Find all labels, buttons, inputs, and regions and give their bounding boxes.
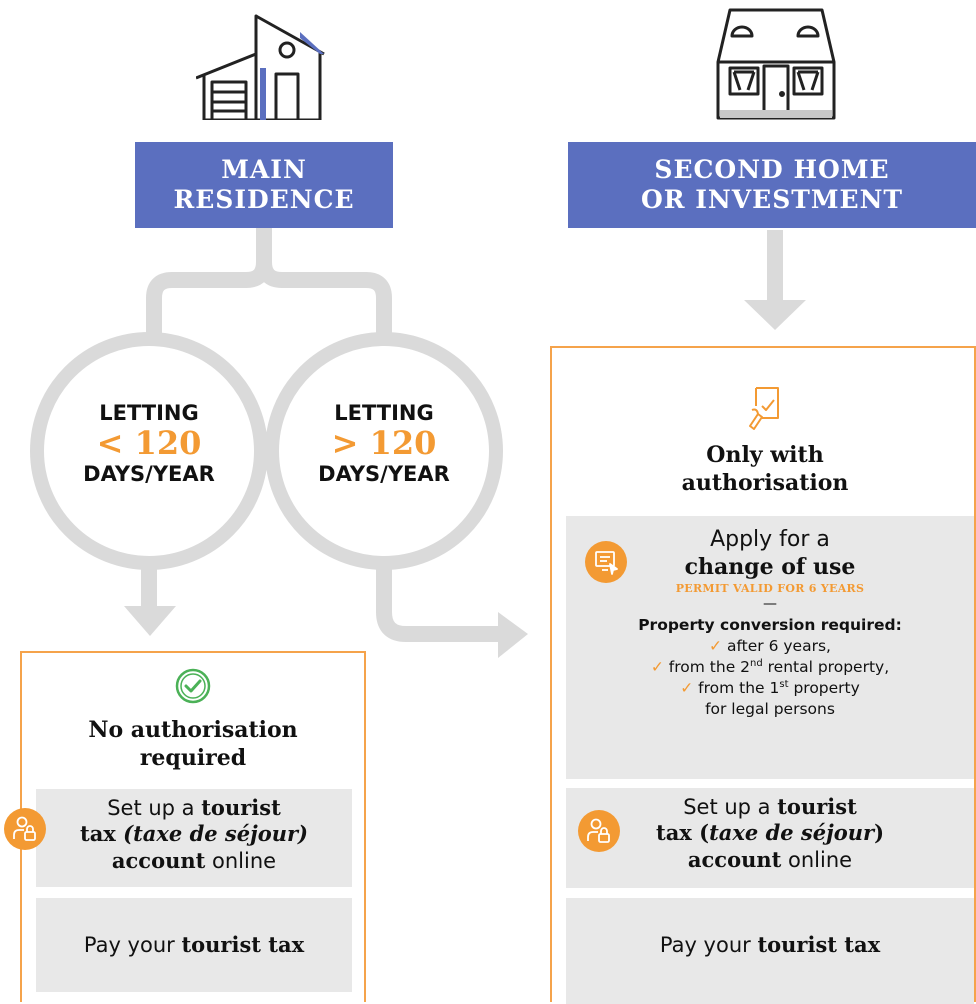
r-acc-t3: tax ( [656,820,709,845]
connector-circle-b-right [384,564,500,634]
change-of-use-text: Apply for a change of use PERMIT VALID F… [566,516,974,720]
left-heading-line1: No authorisation [22,717,364,745]
main-residence-title-line2: RESIDENCE [135,185,393,215]
conversion-item-3-post: property [789,679,860,697]
main-residence-title: MAIN RESIDENCE [135,142,393,228]
right-heading-line2: authorisation [552,470,976,498]
signed-document-icon [748,386,782,430]
check-icon: ✓ [651,658,664,676]
monitor-badge [585,541,627,583]
conversion-title: Property conversion required: [566,615,974,636]
conversion-item-3-pre: from the 1 [698,679,779,697]
change-of-use-box: Apply for a change of use PERMIT VALID F… [566,516,974,779]
l-pay-t2: tourist tax [181,932,304,957]
dash-separator: — [566,595,974,613]
left-pay-box: Pay your tourist tax [36,898,352,992]
right-heading-line1: Only with [552,442,976,470]
conversion-item-1-text: after 6 years, [727,637,831,655]
connector-left-branch-a [154,226,264,340]
conversion-item-1: ✓ after 6 years, [566,636,974,657]
arrowhead-right-column-down [744,300,806,330]
l-acc-t6: online [205,849,276,873]
left-heading: No authorisation required [22,717,364,772]
left-user-lock-badge [4,808,46,850]
right-outcome-panel: Only with authorisation Apply for a chan… [550,346,976,1002]
check-icon: ✓ [709,637,722,655]
left-pay-text: Pay your tourist tax [36,898,352,958]
conversion-item-2-sup: nd [750,658,763,669]
r-acc-t7: online [781,848,852,872]
left-heading-line2: required [22,745,364,773]
traditional-house-icon [708,6,844,124]
right-heading: Only with authorisation [552,442,976,497]
right-tourist-account-box: Set up a tourist tax (taxe de séjour) ac… [566,788,974,888]
main-residence-title-line1: MAIN [135,155,393,185]
apply-line2: change of use [566,554,974,580]
l-acc-t2: tourist [201,795,281,820]
second-home-title-line1: SECOND HOME [568,155,976,185]
permit-validity: PERMIT VALID FOR 6 YEARS [566,582,974,595]
r-acc-t5: ) [874,820,884,845]
circle-b-value: > 120 [294,426,474,461]
connector-left-branch-b [264,262,384,340]
r-acc-t1: Set up a [683,795,777,819]
circle-a-text: LETTING < 120 DAYS/YEAR [59,400,239,488]
conversion-item-3: ✓ from the 1st property [566,678,974,699]
check-circle-icon [174,667,212,705]
l-acc-t1: Set up a [107,796,201,820]
l-acc-t5: account [112,848,205,873]
circle-b-top: LETTING [294,400,474,426]
r-pay-t2: tourist tax [757,932,880,957]
modern-house-icon [196,8,326,120]
conversion-item-3-sup: st [779,679,788,690]
second-home-title: SECOND HOME OR INVESTMENT [568,142,976,228]
user-lock-icon [11,815,39,843]
right-pay-text: Pay your tourist tax [566,898,974,958]
check-icon: ✓ [680,679,693,697]
right-user-lock-badge [578,810,620,852]
computer-click-icon [593,549,619,575]
r-acc-t6: account [688,847,781,872]
arrowhead-right [498,612,528,658]
r-acc-t2: tourist [777,794,857,819]
conversion-item-2-post: rental property, [763,658,889,676]
l-acc-t3: tax [80,821,123,846]
arrowhead-left-down [124,606,176,636]
left-tourist-account-box: Set up a tourist tax (taxe de séjour) ac… [36,789,352,887]
l-pay-t1: Pay your [84,933,182,957]
conversion-last-line: for legal persons [566,699,974,720]
circle-b-text: LETTING > 120 DAYS/YEAR [294,400,474,488]
left-tourist-account-text: Set up a tourist tax (taxe de séjour) ac… [36,789,352,874]
conversion-item-2-pre: from the 2 [669,658,750,676]
apply-line1: Apply for a [566,526,974,554]
circle-a-bottom: DAYS/YEAR [59,461,239,487]
second-home-title-line2: OR INVESTMENT [568,185,976,215]
left-outcome-panel: No authorisation required Set up a touri… [20,651,366,1002]
conversion-item-2: ✓ from the 2nd rental property, [566,657,974,678]
r-pay-t1: Pay your [660,933,758,957]
user-lock-icon [585,817,613,845]
right-pay-box: Pay your tourist tax [566,898,974,1004]
circle-b-bottom: DAYS/YEAR [294,461,474,487]
l-acc-t4: (taxe de séjour) [123,821,308,846]
r-acc-t4: taxe de séjour [709,820,874,845]
circle-a-top: LETTING [59,400,239,426]
circle-a-value: < 120 [59,426,239,461]
right-tourist-account-text: Set up a tourist tax (taxe de séjour) ac… [566,788,974,873]
